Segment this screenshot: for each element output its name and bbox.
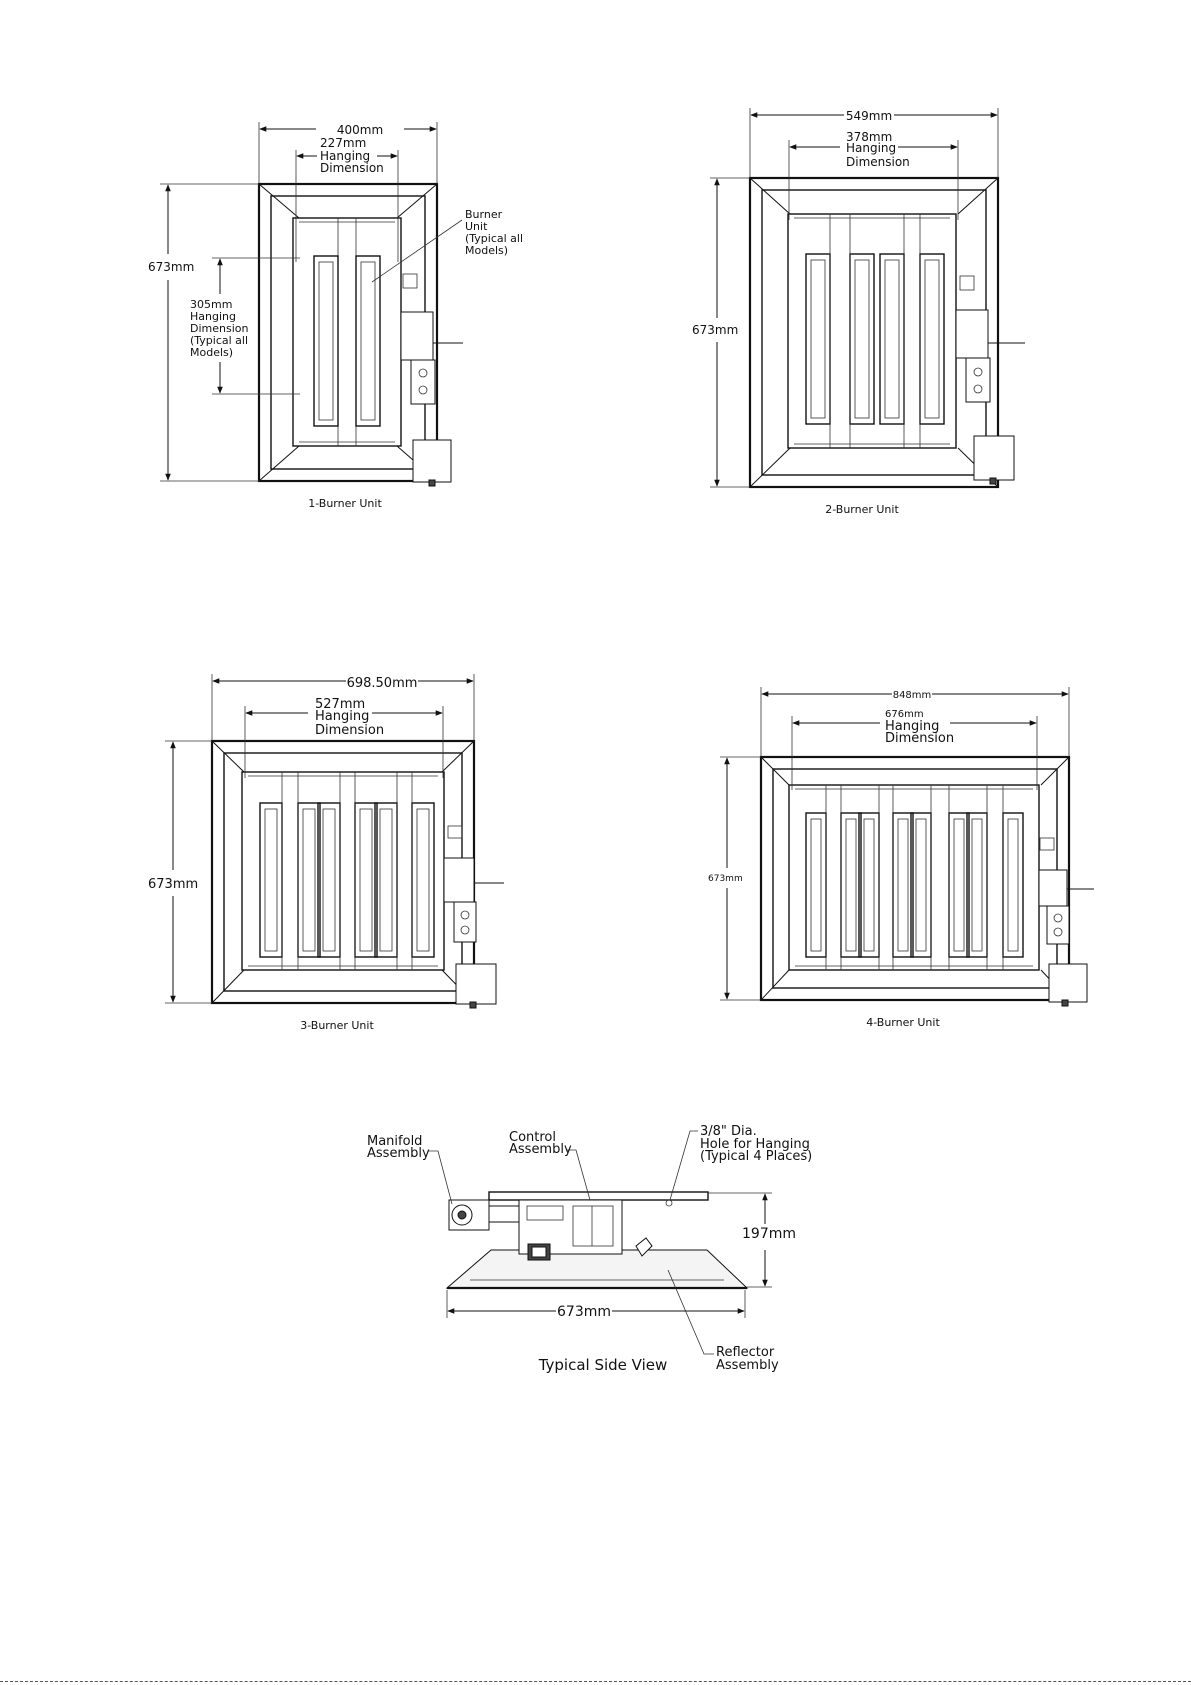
one-burner-overall-width-dimension: 400mm — [258, 122, 438, 184]
three-burner-overall-width-dimension: 698.50mm — [211, 674, 475, 741]
burner-note-line-2: Unit — [465, 220, 488, 233]
three-burner-hanging-width-dimension: 527mm Hanging Dimension — [244, 697, 444, 778]
four-burner-tubes — [805, 785, 1024, 970]
three-burner-drawing — [210, 739, 504, 1009]
three-burner-overall-width-label: 698.50mm — [347, 676, 418, 691]
four-burner-hanging-width-line-1: Hanging — [885, 719, 939, 734]
one-burner-tube-left — [313, 255, 339, 427]
side-view-height-dimension: 197mm — [708, 1192, 796, 1288]
three-burner-reflector-frame — [210, 739, 476, 1005]
one-burner-hanging-height-line-2: Hanging — [190, 310, 236, 323]
side-view-manifold-callout: Manifold Assembly — [367, 1134, 453, 1205]
hanging-hole-marker — [665, 1199, 673, 1207]
hole-label-line-1: 3/8" Dia. — [700, 1124, 757, 1139]
two-burner-hanging-width-line-1: Hanging — [846, 141, 896, 155]
side-view-pilot-fitting — [635, 1237, 653, 1257]
three-burner-overall-height-dimension: 673mm — [148, 740, 212, 1004]
side-view-manifold — [448, 1199, 520, 1231]
two-burner-control-box — [955, 275, 1025, 485]
one-burner-hanging-width-dimension: 227mm Hanging Dimension — [295, 136, 399, 262]
side-view-length-label: 673mm — [557, 1304, 611, 1320]
one-burner-hanging-width-line-2: Dimension — [320, 161, 384, 175]
three-burner-tubes — [259, 772, 435, 970]
side-view-height-label: 197mm — [742, 1226, 796, 1242]
side-view-reflector-callout: Reflector Assembly — [667, 1269, 779, 1373]
one-burner-hanging-width-line-1: Hanging — [320, 149, 370, 163]
two-burner-hanging-width-line-2: Dimension — [846, 155, 910, 169]
one-burner-tube-right — [355, 255, 381, 427]
two-burner-reflector-frame — [748, 176, 1000, 489]
two-burner-hanging-width-dimension: 378mm Hanging Dimension — [788, 130, 959, 220]
one-burner-housing — [292, 217, 402, 447]
side-view-top-plate — [488, 1191, 709, 1201]
burner-note-line-3: (Typical all — [465, 232, 523, 245]
one-burner-overall-height-label: 673mm — [148, 260, 194, 274]
side-view-control-housing — [518, 1199, 623, 1261]
two-burner-overall-width-dimension: 549mm — [749, 108, 999, 178]
side-view-length-dimension: 673mm — [446, 1290, 746, 1320]
four-burner-caption: 4-Burner Unit — [866, 1016, 940, 1029]
one-burner-hanging-height-dimension: 305mm Hanging Dimension (Typical all Mod… — [190, 257, 300, 395]
hole-label-line-3: (Typical 4 Places) — [700, 1149, 812, 1164]
four-burner-overall-width-label: 848mm — [893, 690, 932, 701]
page-bottom-rule — [0, 1681, 1191, 1682]
four-burner-hanging-width-dimension: 676mm Hanging Dimension — [791, 709, 1038, 790]
side-view-hole-callout: 3/8" Dia. Hole for Hanging (Typical 4 Pl… — [669, 1124, 812, 1201]
one-burner-caption: 1-Burner Unit — [308, 497, 382, 510]
one-burner-hanging-height-line-1: 305mm — [190, 298, 232, 311]
two-burner-overall-height-dimension: 673mm — [692, 177, 750, 488]
three-burner-control-box — [443, 825, 504, 1009]
two-burner-overall-height-label: 673mm — [692, 323, 738, 337]
four-burner-drawing — [759, 755, 1094, 1007]
reflector-label-line-1: Reflector — [716, 1345, 775, 1360]
one-burner-control-box — [400, 273, 463, 487]
side-view-drawing — [445, 1191, 749, 1290]
burner-note-line-1: Burner — [465, 208, 503, 221]
reflector-label-line-2: Assembly — [716, 1358, 779, 1373]
burner-note-line-4: Models) — [465, 244, 508, 257]
two-burner-drawing — [748, 176, 1025, 489]
four-burner-hanging-width-value: 676mm — [885, 709, 924, 720]
one-burner-burner-callout: Burner Unit (Typical all Models) — [371, 208, 523, 283]
manifold-label-line-2: Assembly — [367, 1146, 430, 1161]
one-burner-drawing — [257, 182, 463, 487]
three-burner-housing — [241, 771, 445, 971]
three-burner-overall-height-label: 673mm — [148, 877, 198, 892]
four-burner-hanging-width-line-2: Dimension — [885, 731, 954, 746]
control-label-line-2: Assembly — [509, 1142, 572, 1157]
one-burner-hanging-height-line-5: Models) — [190, 346, 233, 359]
four-burner-overall-height-dimension: 673mm — [708, 756, 761, 1001]
three-burner-hanging-width-line-1: Hanging — [315, 709, 369, 724]
four-burner-overall-height-label: 673mm — [708, 874, 743, 884]
manifold-label-line-1: Manifold — [367, 1134, 422, 1149]
side-view-control-callout: Control Assembly — [509, 1130, 591, 1201]
four-burner-control-box — [1038, 837, 1094, 1007]
two-burner-tubes — [805, 214, 945, 448]
one-burner-hanging-width-value: 227mm — [320, 136, 366, 150]
side-view-reflector — [445, 1249, 749, 1290]
one-burner-hanging-height-line-4: (Typical all — [190, 334, 248, 347]
four-burner-overall-width-dimension: 848mm — [760, 687, 1070, 757]
control-label-line-1: Control — [509, 1130, 556, 1145]
two-burner-hanging-width-value: 378mm — [846, 130, 892, 144]
one-burner-hanging-height-line-3: Dimension — [190, 322, 248, 335]
three-burner-hanging-width-line-2: Dimension — [315, 723, 384, 738]
three-burner-caption: 3-Burner Unit — [300, 1019, 374, 1032]
hole-label-line-2: Hole for Hanging — [700, 1137, 810, 1152]
one-burner-overall-width-label: 400mm — [337, 123, 383, 137]
two-burner-housing — [787, 213, 957, 449]
three-burner-hanging-width-value: 527mm — [315, 697, 365, 712]
side-view-caption: Typical Side View — [538, 1356, 668, 1374]
one-burner-overall-height-dimension: 673mm — [148, 183, 259, 482]
two-burner-caption: 2-Burner Unit — [825, 503, 899, 516]
two-burner-overall-width-label: 549mm — [846, 109, 892, 123]
